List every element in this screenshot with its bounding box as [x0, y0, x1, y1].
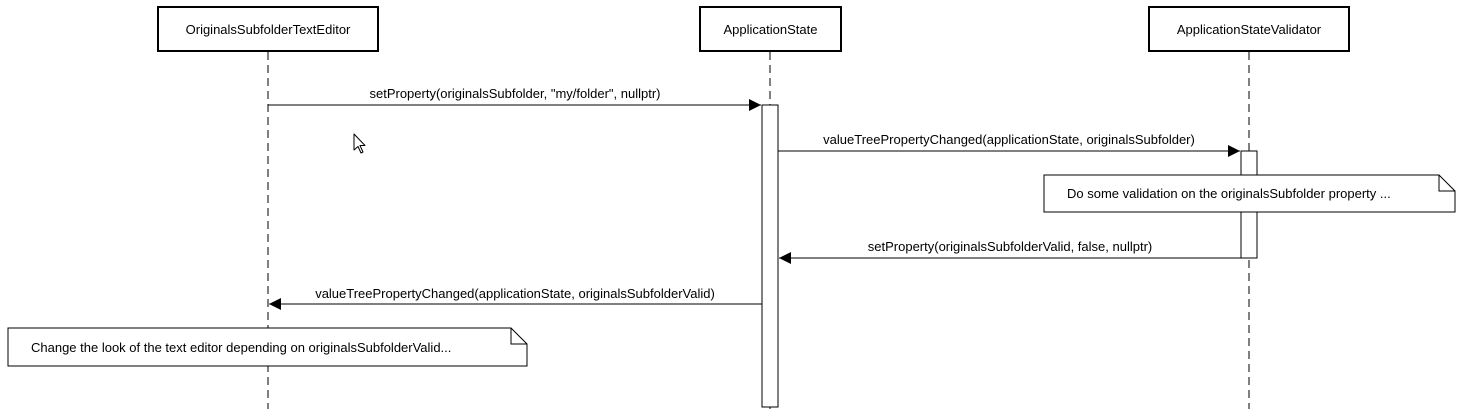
lifeline-state-label: ApplicationState [723, 21, 818, 37]
activation-bar-state [761, 104, 779, 408]
message-label-2: valueTreePropertyChanged(applicationStat… [823, 132, 1195, 147]
note-validator-shape [1043, 174, 1456, 213]
note-validator-text: Do some validation on the originalsSubfo… [1067, 186, 1391, 201]
note-editor-shape [7, 327, 528, 367]
lifeline-state-box: ApplicationState [699, 6, 842, 52]
lifeline-validator-box: ApplicationStateValidator [1148, 6, 1350, 52]
lifeline-editor-label: OriginalsSubfolderTextEditor [185, 21, 351, 37]
mouse-cursor-icon [353, 133, 366, 154]
lifeline-validator-label: ApplicationStateValidator [1176, 21, 1322, 37]
note-editor-text: Change the look of the text editor depen… [31, 340, 452, 355]
message-label-4: valueTreePropertyChanged(applicationStat… [315, 286, 715, 301]
message-label-1: setProperty(originalsSubfolder, "my/fold… [369, 86, 661, 101]
message-label-3: setProperty(originalsSubfolderValid, fal… [867, 239, 1153, 254]
lifeline-editor-box: OriginalsSubfolderTextEditor [157, 6, 379, 52]
